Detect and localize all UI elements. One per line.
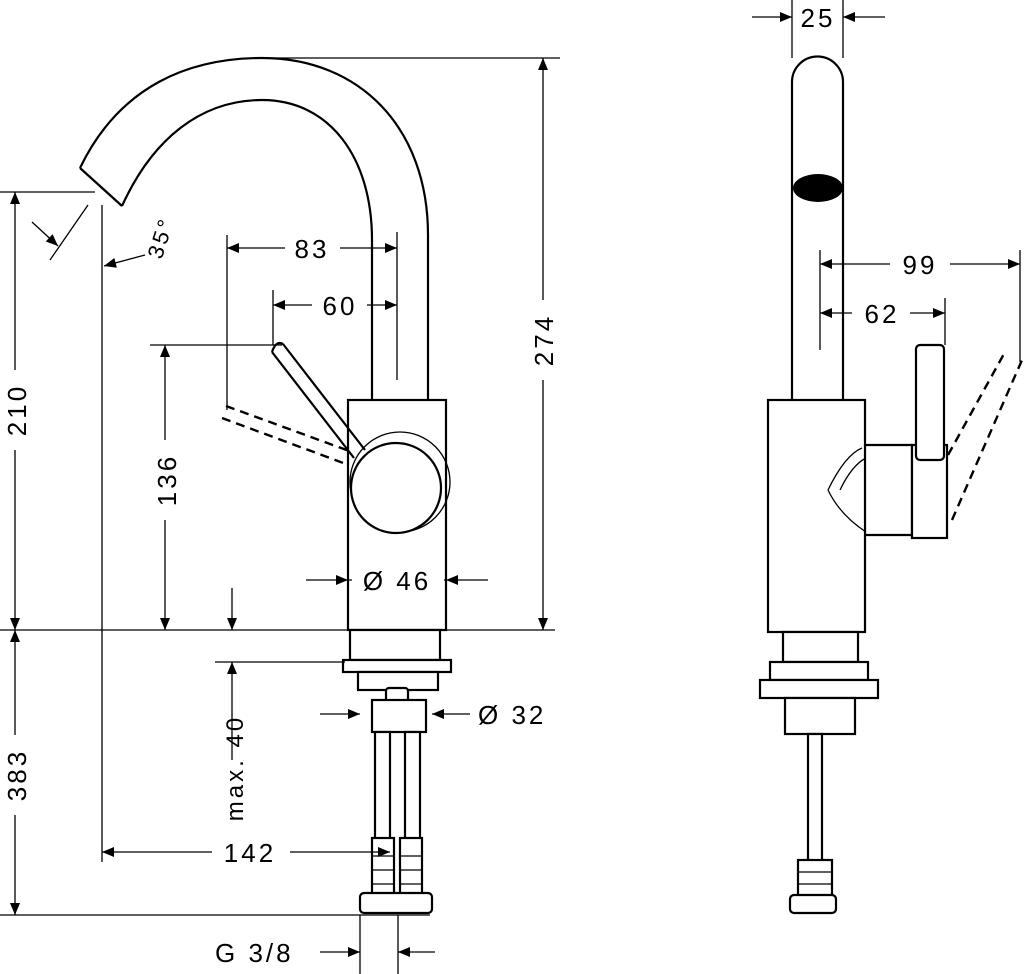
dim-62: 62 (865, 299, 900, 329)
spout-outlet (79, 167, 123, 207)
dim-angle-35: 35° (142, 214, 179, 262)
spout-outer (79, 56, 430, 400)
dim-136: 136 (152, 454, 182, 506)
spout-inner (120, 98, 374, 400)
side-base (781, 630, 860, 664)
handle-lever-open (221, 404, 353, 466)
dim-83: 83 (295, 234, 330, 264)
front-view (79, 56, 453, 915)
hose-left (373, 730, 392, 852)
dim-383: 383 (2, 749, 32, 801)
front-dimensions: 210 383 274 83 60 136 Ø 46 Ø 32 max. 40 (0, 57, 560, 974)
dim-25: 25 (801, 3, 836, 33)
dim-274: 274 (529, 314, 559, 366)
side-hose (806, 732, 824, 866)
hose-nut (358, 891, 434, 915)
dim-99: 99 (903, 250, 938, 280)
side-dimensions: 25 99 62 (752, 0, 1021, 362)
dim-g-3-8: G 3/8 (215, 938, 294, 968)
dim-142: 142 (224, 838, 276, 868)
side-shank (783, 696, 857, 736)
dim-210: 210 (2, 384, 32, 436)
dim-max-40: max. 40 (222, 715, 249, 821)
side-plate (768, 660, 870, 682)
side-lever (914, 343, 946, 462)
base-plate (341, 658, 453, 674)
side-spout (790, 55, 845, 400)
body-base (348, 628, 442, 662)
fitting-left (370, 836, 396, 898)
fitting-right (398, 836, 424, 898)
side-view (758, 55, 1024, 915)
dim-diameter-46: Ø 46 (363, 566, 431, 596)
handle-lever (270, 341, 366, 459)
side-nut (758, 678, 880, 700)
side-body (766, 398, 867, 634)
handle-hub (349, 441, 443, 535)
shank (370, 698, 428, 734)
dim-diameter-32: Ø 32 (478, 700, 546, 730)
spout-aerator (793, 174, 843, 202)
hose-right (403, 730, 422, 852)
dim-60: 60 (323, 291, 358, 321)
side-fitting (796, 858, 834, 898)
side-hose-nut (788, 893, 838, 915)
